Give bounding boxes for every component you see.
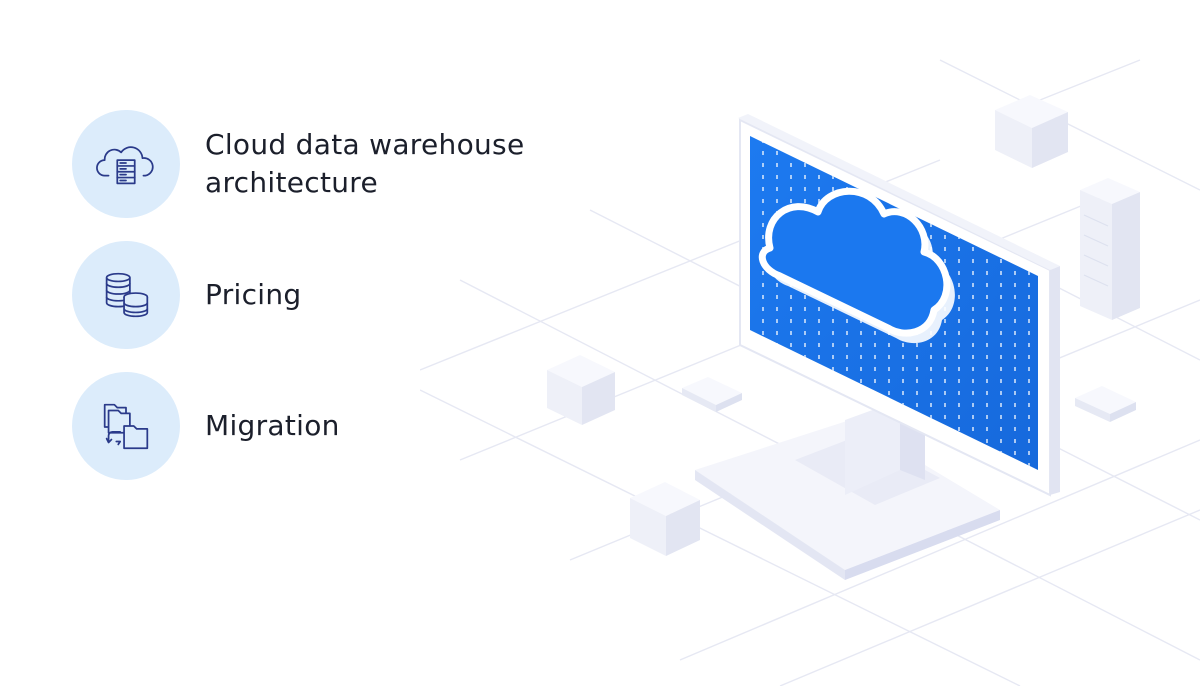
- cube-left: [547, 355, 615, 425]
- coins-stack-icon: [105, 272, 149, 318]
- feature-item-migration: Migration: [72, 372, 340, 480]
- feature-label: Pricing: [205, 278, 302, 311]
- monitor: [738, 114, 1060, 497]
- tile-small-left: [682, 377, 742, 412]
- cube-top-right: [995, 95, 1068, 168]
- badge: [72, 110, 180, 218]
- feature-item-architecture: Cloud data warehouse architecture: [72, 110, 524, 218]
- file-transfer-icon: [103, 403, 149, 450]
- feature-label: Migration: [205, 409, 340, 442]
- badge: [72, 372, 180, 480]
- monitor-cloud-illustration: [420, 59, 1200, 686]
- tile-small-right: [1075, 386, 1136, 422]
- cube-bottom: [630, 482, 700, 556]
- server-tower: [1080, 178, 1140, 320]
- cloud-server-icon: [96, 146, 154, 185]
- feature-item-pricing: Pricing: [72, 241, 301, 349]
- screen-cloud: [758, 187, 955, 344]
- badge: [72, 241, 180, 349]
- feature-label: Cloud data warehouse architecture: [205, 128, 525, 199]
